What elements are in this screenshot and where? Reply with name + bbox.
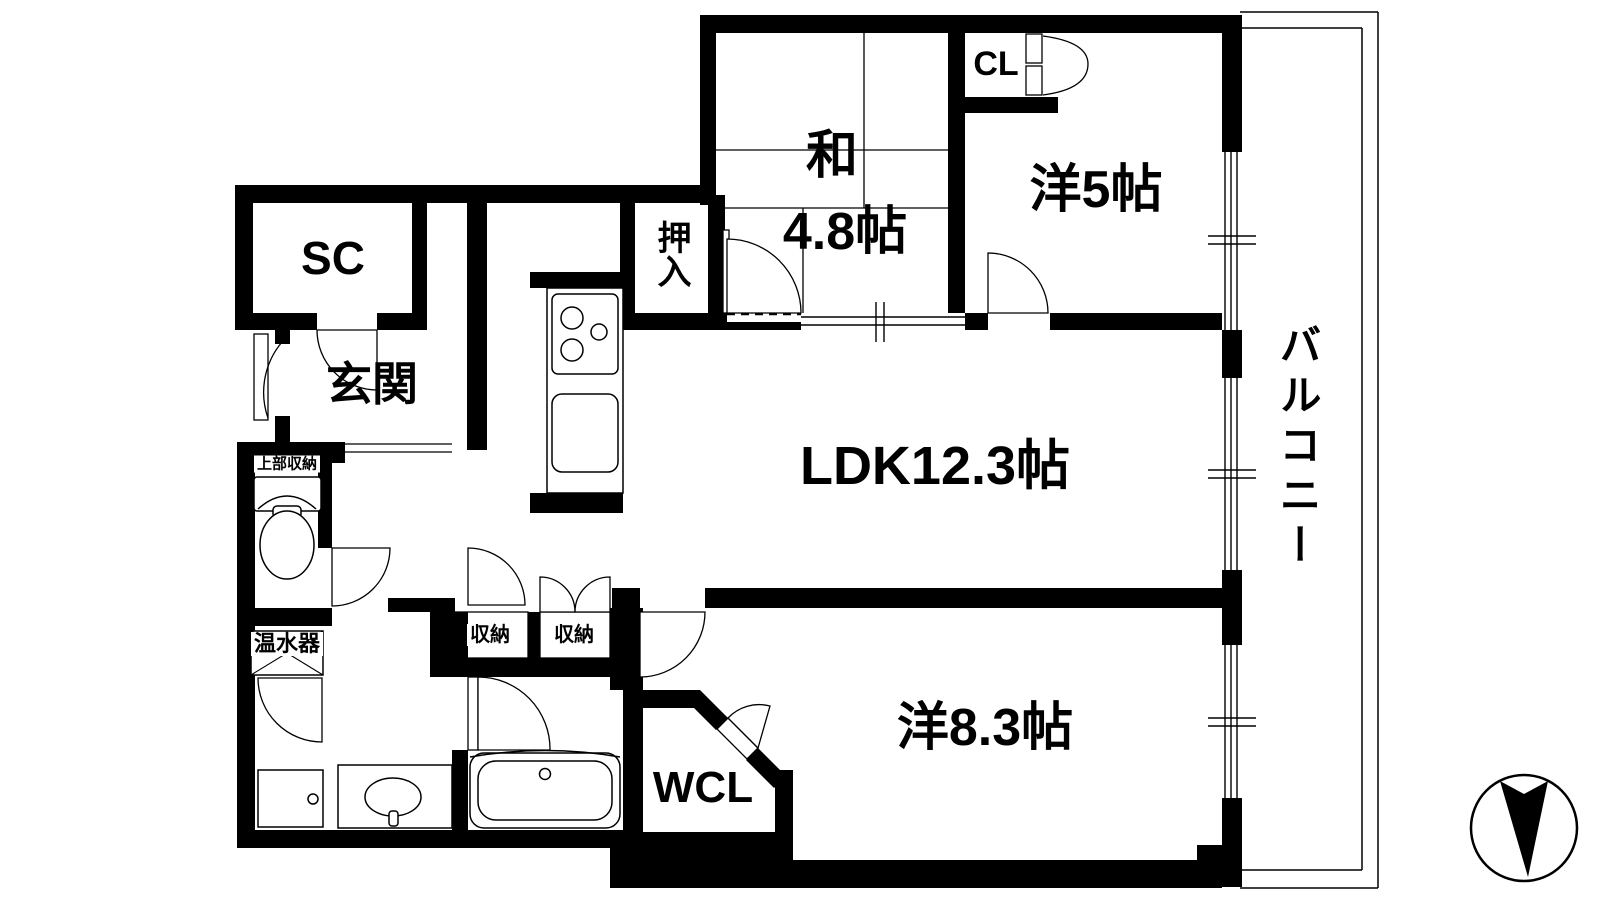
bath-door-leaf [467,676,479,751]
wall [1222,15,1242,152]
door-arc-yo5 [987,252,1049,314]
window-yo83 [1208,645,1256,798]
entry-door-arc [263,341,283,419]
door-arc-water-heater [257,677,323,743]
door-arc-bedroom83 [639,611,706,678]
room-label-wcl: WCL [652,763,754,812]
wall [1222,330,1242,378]
label-storage-2: 収納 [551,624,597,646]
washing-machine-pan-icon [257,769,324,828]
wall [377,313,427,330]
wall [700,15,1222,33]
wall [1050,313,1222,330]
cl-door-arc [1042,35,1089,65]
room-label-yo83: 洋8.3帖 [896,699,1074,757]
room-label-ldk: LDK12.3帖 [799,436,1071,496]
wall [452,750,468,830]
wall [528,612,540,658]
room-label-yo5: 洋5帖 [1029,161,1163,219]
wall [237,830,643,848]
washbasin-icon [337,764,453,829]
toilet-icon [253,476,322,580]
kitchen-sink-icon [551,393,619,473]
wall [237,442,255,848]
wall [948,33,965,313]
wall [643,832,793,888]
wall [620,313,727,330]
wall [318,448,332,548]
wall [237,608,332,626]
wall [705,588,1222,608]
wall [530,272,635,288]
wall [430,612,452,658]
door-arc-toilet [331,547,391,607]
cl-door-leaf [1025,65,1043,96]
kitchen-counter-icon [546,287,624,494]
wall [235,203,253,330]
door-arc-storage-right [574,576,611,613]
wall [1222,570,1242,645]
door-arc-sc [316,329,378,391]
door-arc-washitsu [726,238,802,314]
wall [610,608,643,690]
room-label-sc: SC [301,232,365,284]
room-label-balcony: バルコニー [1274,323,1321,573]
wall [388,598,455,612]
wall [610,830,643,888]
wall [530,493,623,513]
room-label-washitsu: 和 [805,127,859,185]
room-label-entrance: 玄関 [326,358,418,410]
label-water-heater: 温水器 [250,632,324,656]
wall [430,658,623,677]
wall [708,195,725,330]
bathtub-icon [469,749,621,829]
door-arc-bath [477,676,551,751]
door-arc-storage-left [539,576,576,613]
storage-cell [451,611,529,659]
label-upper-storage: 上部収納 [253,455,321,473]
wall [612,588,640,608]
wall [275,330,290,344]
fixtures [250,287,1579,883]
wall [727,322,801,330]
door-arc-wcl [727,703,771,750]
entry-door-leaf [253,333,269,421]
wall [235,313,317,330]
compass-north-icon [1469,773,1579,883]
wall [623,690,643,848]
balcony-railing [1240,11,1379,889]
stove-icon [551,293,619,375]
window-ldk [1208,378,1256,570]
wall [235,185,712,203]
wall-diagonal [746,748,786,788]
wall [643,690,700,708]
room-label-cl: CL [973,45,1019,83]
wall [965,313,988,330]
room-label-oshiire: 押入 [652,220,690,288]
cl-door-leaf [1025,33,1043,64]
wall [1222,798,1242,887]
door-arc-washroom [467,547,526,606]
wall [700,15,716,205]
doors [253,33,1089,760]
cl-door-arc [1042,63,1089,96]
wall [948,97,1058,113]
room-label-washitsu-size: 4.8帖 [782,203,908,261]
wall-diagonal [688,690,728,730]
walls [235,15,1242,888]
wall [452,612,468,677]
window-yo5 [1208,152,1256,330]
label-storage-1: 収納 [467,624,513,646]
wall [467,203,487,450]
windows [727,152,1256,798]
sliding-partition-washitsu-ldk [801,302,965,342]
wall [412,203,427,313]
wall [775,770,793,840]
